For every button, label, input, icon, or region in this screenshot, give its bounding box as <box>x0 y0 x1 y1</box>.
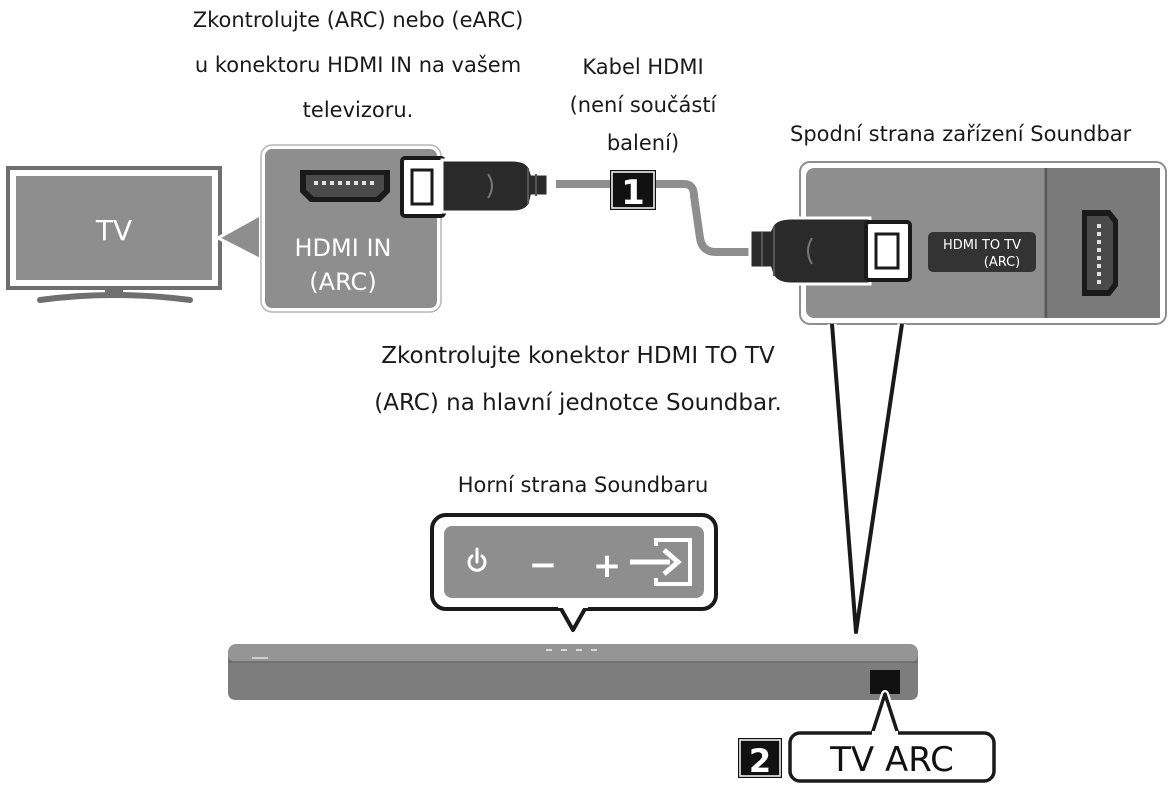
step-1-number: 1 <box>621 173 645 213</box>
tv-port-label-line-2: (ARC) <box>309 268 376 296</box>
soundbar-port-callout: HDMI TO TV (ARC) <box>799 161 1167 325</box>
tv-screen <box>16 176 212 280</box>
tv-check-line-1: Zkontrolujte (ARC) nebo (eARC) <box>192 8 524 32</box>
cable-label-line-2: (není součástí <box>569 93 717 117</box>
hdmi-plug-right-body <box>748 216 872 286</box>
hdmi-cable <box>556 180 752 256</box>
source-icon[interactable] <box>630 538 692 586</box>
tv-callout-pointer <box>214 209 267 265</box>
tv-arc-label: TV ARC <box>829 740 954 780</box>
soundbar-check-line-2: (ARC) na hlavní jednotce Soundbar. <box>374 390 782 416</box>
tv-port-label-line-1: HDMI IN <box>295 234 392 262</box>
hdmi-plug-left-body <box>440 158 550 214</box>
tv-arc-pointer <box>870 692 900 735</box>
soundbar-port-label-line-1: HDMI TO TV <box>943 238 1021 253</box>
controls-panel <box>444 526 704 598</box>
tv-label: TV <box>95 214 132 247</box>
tv-check-line-3: televizoru. <box>302 98 414 122</box>
step-2-badge: 2 <box>738 738 782 780</box>
soundbar-top-label: Horní strana Soundbaru <box>457 473 709 497</box>
step-1-badge: 1 <box>610 170 656 213</box>
soundbar-bottom-label: Spodní strana zařízení Soundbar <box>790 122 1132 146</box>
controls-callout: − + <box>430 513 718 632</box>
tv-port-callout: HDMI IN (ARC) <box>214 143 443 314</box>
controls-pointer <box>558 606 588 632</box>
tv-stand <box>37 292 193 303</box>
volume-down-button[interactable]: − <box>529 545 558 585</box>
tv-illustration: TV <box>6 166 222 303</box>
hdmi-plug-right <box>748 216 912 286</box>
soundbar-check-line-1: Zkontrolujte konektor HDMI TO TV <box>381 343 775 369</box>
hdmi-plug-left <box>400 156 550 218</box>
soundbar-illustration <box>228 644 918 700</box>
volume-up-button[interactable]: + <box>593 546 622 586</box>
tv-neck <box>105 288 123 294</box>
tv-check-line-2: u konektoru HDMI IN na vašem <box>194 53 522 77</box>
soundbar-logo <box>252 657 268 659</box>
soundbar-port-label-line-2: (ARC) <box>984 255 1021 270</box>
cable-label-line-1: Kabel HDMI <box>582 55 704 79</box>
tv-arc-label-box: TV ARC <box>788 731 996 783</box>
step-2-number: 2 <box>749 742 771 780</box>
hdmi-to-tv-label-box <box>928 232 1036 272</box>
power-icon[interactable] <box>467 547 487 572</box>
soundbar-hdmi-port-location <box>870 670 900 694</box>
soundbar-port-pointer <box>830 323 904 634</box>
cable-label-line-3: balení) <box>606 131 680 155</box>
soundbar-top-buttons <box>546 649 597 651</box>
